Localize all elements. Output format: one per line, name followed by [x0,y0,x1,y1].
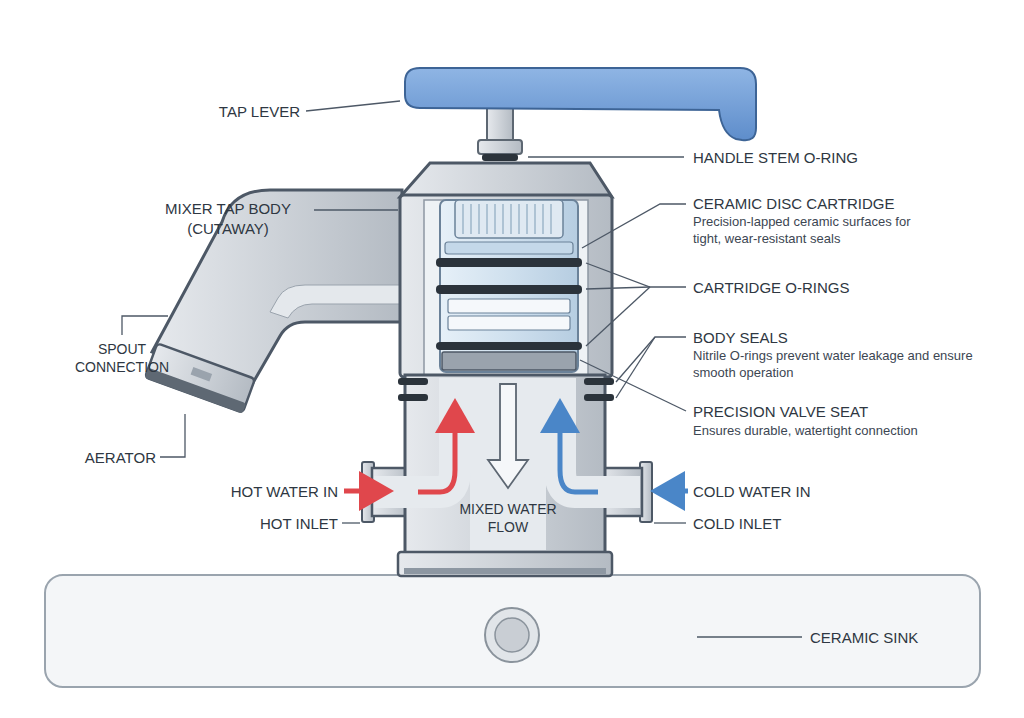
part-label: PRECISION VALVE SEAT [693,402,1013,422]
flow-arrows-part [660,489,688,494]
part-label: HOT INLET [178,514,338,534]
tap-body-part [424,200,588,375]
leader-lines-part [122,316,168,335]
ceramic-cartridge-part [436,258,582,267]
ceramic-cartridge-part [448,316,570,330]
part-note: Ensures durable, watertight connection [693,423,1013,440]
flow-arrows-part [488,384,528,488]
part-label: CERAMIC DISC CARTRIDGE [693,194,1013,214]
spout-part [270,285,402,318]
handle-stem-part [478,140,522,154]
part-note: Precision-lapped ceramic surfaces for ti… [693,214,925,248]
leader-lines-part [586,287,650,289]
leader-lines-part [342,522,360,523]
tap-body-lower-part [584,378,614,385]
part-label: CERAMIC SINK [810,628,1010,648]
handle-stem-part [482,154,518,161]
flow-arrows [344,384,688,492]
tap-body-lower-part [398,552,612,576]
leader-lines-part [306,101,400,111]
tap-lever-part [405,68,756,140]
tap-body-lower-part [560,378,640,492]
ceramic-cartridge-part [436,285,582,294]
leader-lines-part [580,360,686,411]
ceramic-cartridge [436,200,582,372]
part-label: CARTRIDGE O-RINGS [693,278,1013,298]
leader-lines-part [582,204,686,248]
ceramic-sink-part [485,608,539,662]
ceramic-cartridge-part [455,200,563,238]
ceramic-cartridge-part [448,299,570,313]
part-label: COLD INLET [693,514,1013,534]
tap-body [400,163,612,377]
leader-lines-part [314,209,398,210]
aerator-part [145,343,255,412]
tap-body-lower [374,375,640,576]
tap-lever [405,68,756,140]
tap-body-lower-part [398,394,428,401]
leader-lines-part [160,414,185,457]
flow-arrows-part [418,408,455,492]
flow-label: COLD WATER IN [693,482,1013,502]
part-label: SPOUT CONNECTION [67,340,177,376]
tap-body-part [400,195,612,377]
leader-lines-part [528,156,684,157]
part-label: AERATOR [46,448,156,468]
flow-arrows-part [560,408,598,492]
part-label: MIXER TAP BODY (CUTAWAY) [148,199,308,238]
flow-label: MIXED WATER FLOW [459,500,557,536]
leader-lines-part [586,263,686,287]
ceramic-cartridge-part [463,204,551,234]
tap-body-lower-part [584,394,614,401]
flow-label: HOT WATER IN [178,482,338,502]
handle-stem-part [487,104,513,144]
part-note: Nitrile O-rings prevent water leakage an… [693,348,973,382]
part-label: BODY SEALS [693,328,1013,348]
tap-body-lower-part [398,378,428,385]
leader-lines-part [586,287,650,346]
tap-body-lower-part [404,568,606,574]
ceramic-cartridge-part [445,242,573,254]
flow-arrows-part [344,489,384,494]
aerator-part [191,367,213,381]
tap-body-lower-part [374,378,455,492]
handle-stem [478,104,522,161]
leader-lines-part [616,337,655,398]
ceramic-sink-part [495,618,529,652]
leader-lines-part [654,522,686,523]
aerator [145,343,255,413]
part-label: HANDLE STEM O-RING [693,148,1013,168]
tap-body-part [400,163,612,197]
ceramic-cartridge-part [442,352,576,370]
leader-lines-part [697,636,802,637]
ceramic-cartridge-part [436,342,582,350]
part-label: TAP LEVER [170,102,300,122]
